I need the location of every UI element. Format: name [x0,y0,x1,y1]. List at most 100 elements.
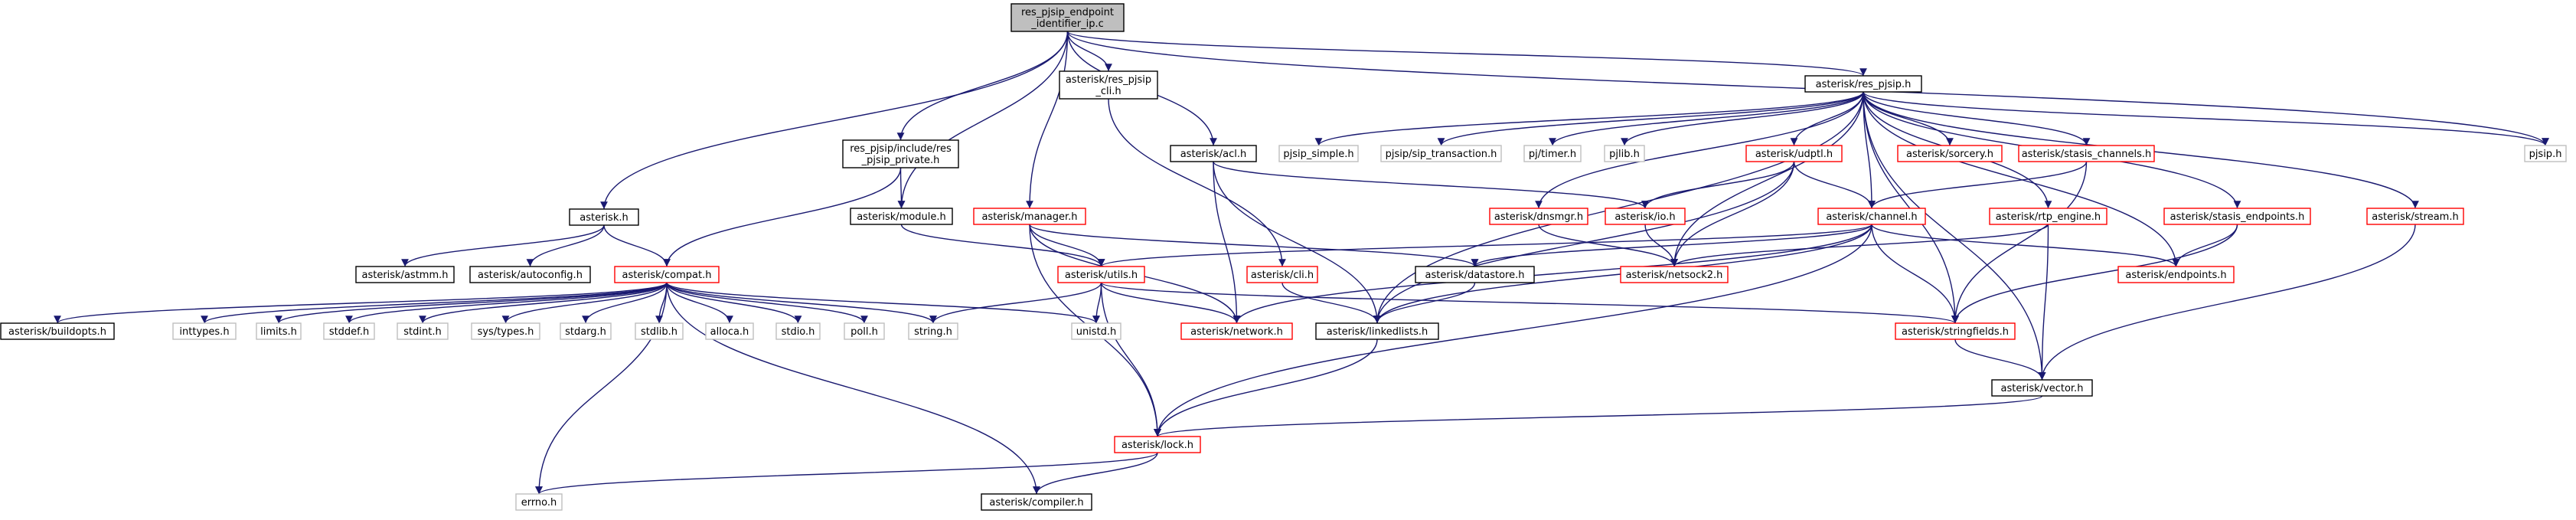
node-box-cli[interactable] [1246,266,1318,283]
node-stasis_endpoints[interactable]: asterisk/stasis_endpoints.h [2163,208,2311,225]
node-box-pjsip_simple[interactable] [1278,145,1359,162]
node-udptl[interactable]: asterisk/udptl.h [1745,145,1843,162]
node-buildopts[interactable]: asterisk/buildopts.h [0,322,115,340]
node-box-vector[interactable] [1991,379,2093,397]
node-res_pjsip_cli[interactable]: asterisk/res_pjsip_cli.h [1059,70,1158,100]
node-pjlib[interactable]: pjlib.h [1604,145,1645,162]
node-manager[interactable]: asterisk/manager.h [973,208,1086,225]
node-box-alloca[interactable] [705,322,754,340]
node-box-stdint[interactable] [397,322,449,340]
node-pjsip_simple[interactable]: pjsip_simple.h [1278,145,1359,162]
node-box-manager[interactable] [973,208,1086,225]
node-utils[interactable]: asterisk/utils.h [1057,266,1145,283]
node-systypes[interactable]: sys/types.h [471,322,540,340]
node-box-stasis_endpoints[interactable] [2163,208,2311,225]
node-box-astmm[interactable] [355,266,455,283]
node-box-endpoints[interactable] [2117,266,2235,283]
node-box-sorcery[interactable] [1897,145,2003,162]
node-rtp_engine[interactable]: asterisk/rtp_engine.h [1989,208,2107,225]
node-stddef[interactable]: stddef.h [323,322,375,340]
node-network[interactable]: asterisk/network.h [1180,322,1293,340]
node-box-pjsip[interactable] [2524,145,2567,162]
node-box-stdarg[interactable] [560,322,612,340]
node-box-errno[interactable] [515,493,563,511]
node-stdlib[interactable]: stdlib.h [635,322,684,340]
node-box-systypes[interactable] [471,322,540,340]
node-box-pjsip_sip_transaction[interactable] [1380,145,1502,162]
node-lock[interactable]: asterisk/lock.h [1114,436,1201,453]
node-box-stdlib[interactable] [635,322,684,340]
node-sorcery[interactable]: asterisk/sorcery.h [1897,145,2003,162]
node-string[interactable]: string.h [908,322,958,340]
node-box-pjlib[interactable] [1604,145,1645,162]
node-box-udptl[interactable] [1745,145,1843,162]
node-box-io[interactable] [1605,208,1686,225]
node-module[interactable]: asterisk/module.h [850,208,953,225]
node-limits[interactable]: limits.h [256,322,302,340]
node-box-lock[interactable] [1114,436,1201,453]
node-stasis_channels[interactable]: asterisk/stasis_channels.h [2018,145,2155,162]
node-stringfields[interactable]: asterisk/stringfields.h [1895,322,2016,340]
node-box-res_pjsip[interactable] [1804,75,1922,93]
node-inttypes[interactable]: inttypes.h [172,322,237,340]
node-poll[interactable]: poll.h [844,322,885,340]
node-box-root[interactable] [1010,3,1125,32]
node-box-module[interactable] [850,208,953,225]
node-box-compat[interactable] [614,266,720,283]
node-errno[interactable]: errno.h [515,493,563,511]
node-pj_timer[interactable]: pj/timer.h [1523,145,1582,162]
node-box-rtp_engine[interactable] [1989,208,2107,225]
node-box-poll[interactable] [844,322,885,340]
node-unistd[interactable]: unistd.h [1071,322,1121,340]
node-box-utils[interactable] [1057,266,1145,283]
node-linkedlists[interactable]: asterisk/linkedlists.h [1315,322,1439,340]
node-dnsmgr[interactable]: asterisk/dnsmgr.h [1489,208,1588,225]
node-box-stream[interactable] [2366,208,2464,225]
node-private[interactable]: res_pjsip/include/res_pjsip_private.h [842,139,959,168]
node-box-limits[interactable] [256,322,302,340]
node-box-stddef[interactable] [323,322,375,340]
node-box-dnsmgr[interactable] [1489,208,1588,225]
node-box-stdio[interactable] [775,322,821,340]
node-stdarg[interactable]: stdarg.h [560,322,612,340]
node-root[interactable]: res_pjsip_endpoint_identifier_ip.c [1010,3,1125,32]
node-pjsip[interactable]: pjsip.h [2524,145,2567,162]
node-acl[interactable]: asterisk/acl.h [1170,145,1257,162]
node-vector[interactable]: asterisk/vector.h [1991,379,2093,397]
node-io[interactable]: asterisk/io.h [1605,208,1686,225]
node-box-netsock2[interactable] [1620,266,1729,283]
node-box-unistd[interactable] [1071,322,1121,340]
node-astmm[interactable]: asterisk/astmm.h [355,266,455,283]
node-datastore[interactable]: asterisk/datastore.h [1415,266,1535,283]
node-pjsip_sip_transaction[interactable]: pjsip/sip_transaction.h [1380,145,1502,162]
node-asterisk[interactable]: asterisk.h [569,208,639,226]
node-stdint[interactable]: stdint.h [397,322,449,340]
node-box-res_pjsip_cli[interactable] [1059,70,1158,100]
node-stream[interactable]: asterisk/stream.h [2366,208,2464,225]
node-box-acl[interactable] [1170,145,1257,162]
node-box-datastore[interactable] [1415,266,1535,283]
node-box-stringfields[interactable] [1895,322,2016,340]
node-box-private[interactable] [842,139,959,168]
node-channel[interactable]: asterisk/channel.h [1817,208,1926,225]
node-box-buildopts[interactable] [0,322,115,340]
node-box-compiler[interactable] [981,493,1092,511]
node-box-stasis_channels[interactable] [2018,145,2155,162]
node-box-autoconfig[interactable] [469,266,591,283]
node-compiler[interactable]: asterisk/compiler.h [981,493,1092,511]
node-res_pjsip[interactable]: asterisk/res_pjsip.h [1804,75,1922,93]
node-box-string[interactable] [908,322,958,340]
node-autoconfig[interactable]: asterisk/autoconfig.h [469,266,591,283]
node-stdio[interactable]: stdio.h [775,322,821,340]
node-box-linkedlists[interactable] [1315,322,1439,340]
node-box-pj_timer[interactable] [1523,145,1582,162]
node-compat[interactable]: asterisk/compat.h [614,266,720,283]
node-endpoints[interactable]: asterisk/endpoints.h [2117,266,2235,283]
node-cli[interactable]: asterisk/cli.h [1246,266,1318,283]
node-netsock2[interactable]: asterisk/netsock2.h [1620,266,1729,283]
node-box-network[interactable] [1180,322,1293,340]
node-box-channel[interactable] [1817,208,1926,225]
node-box-asterisk[interactable] [569,208,639,226]
node-alloca[interactable]: alloca.h [705,322,754,340]
node-box-inttypes[interactable] [172,322,237,340]
